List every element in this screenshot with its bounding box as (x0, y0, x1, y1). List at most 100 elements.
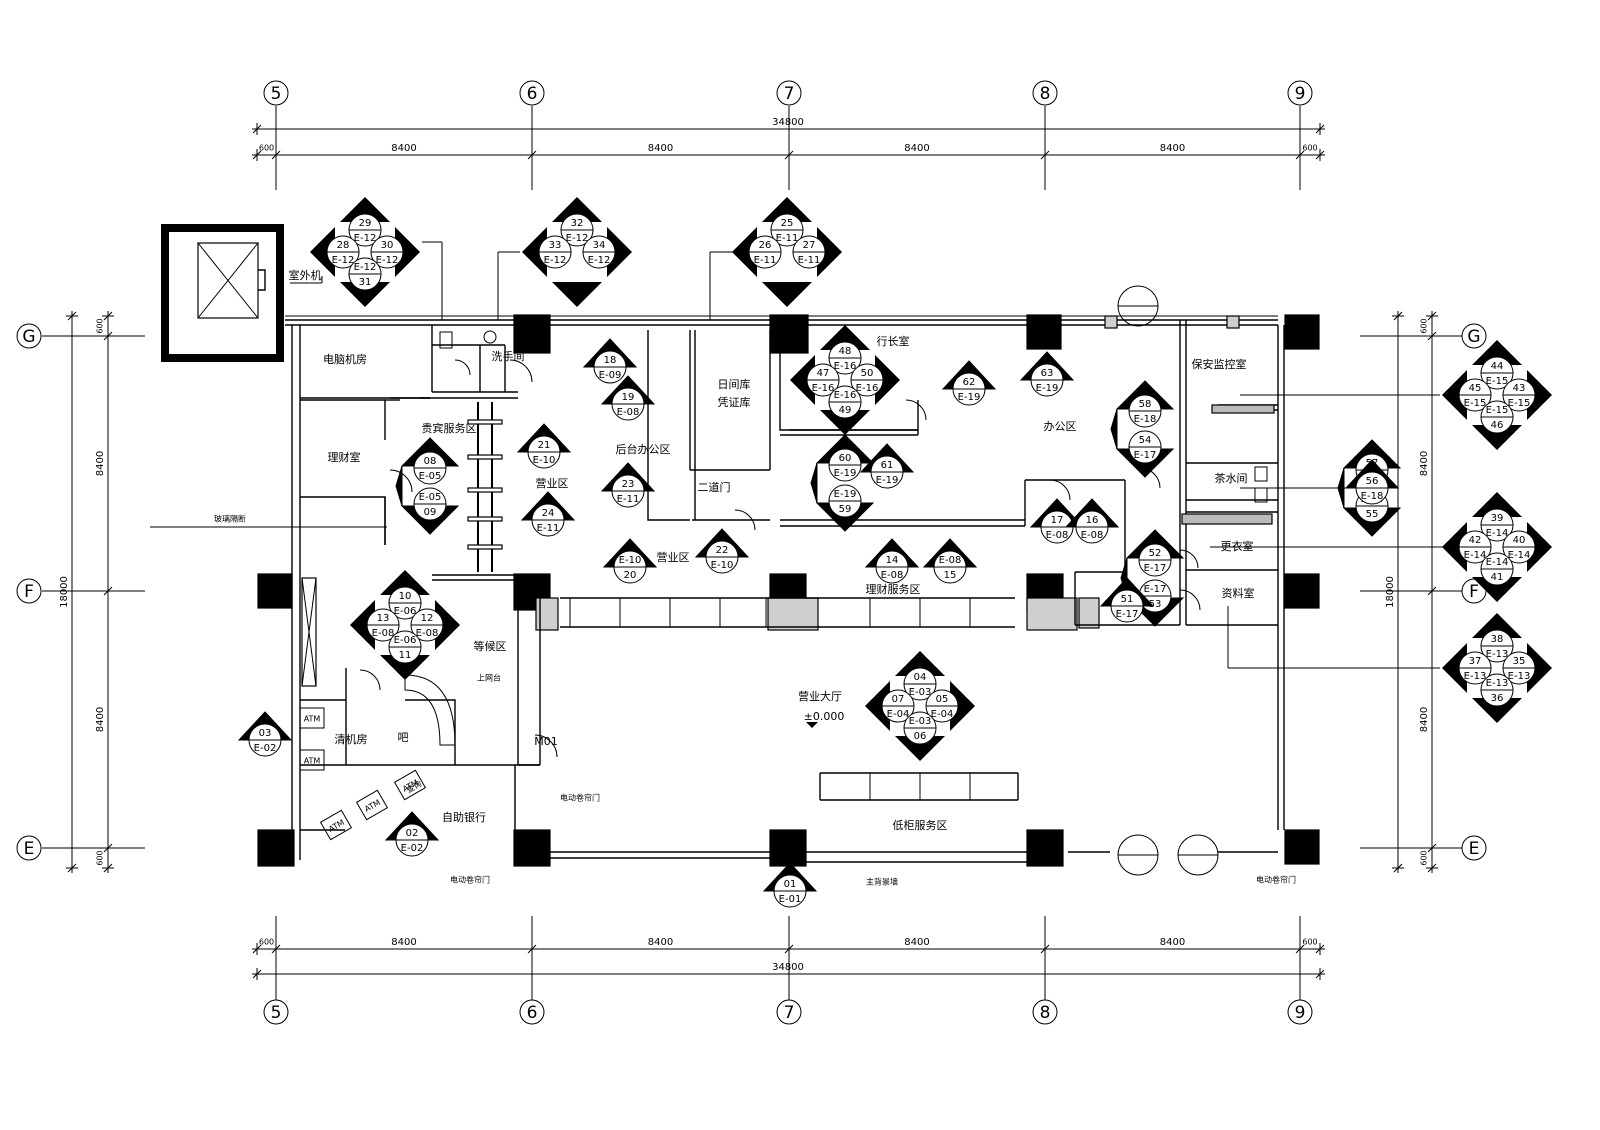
marker-number: 26 (759, 240, 772, 251)
marker-sheet: E-12 (354, 233, 377, 244)
dimension-bay: 8400 (904, 143, 929, 154)
elevation-marker-single: 21E-10 (516, 423, 572, 469)
marker-number: 17 (1051, 515, 1064, 526)
hatched-wall (1104, 315, 1118, 329)
hatched-wall (535, 597, 559, 631)
marker-number: E-05 (419, 492, 442, 503)
dimension-bay: 600 (259, 144, 274, 153)
marker-sheet: 49 (839, 405, 852, 416)
room-label-wealth-service: 理财服务区 (866, 582, 921, 596)
marker-sheet: E-06 (394, 606, 417, 617)
room-label-voucher-vault: 凭证库 (718, 395, 751, 409)
marker-number: 37 (1469, 656, 1482, 667)
marker-sheet: 41 (1491, 572, 1504, 583)
elevation-marker-single: 22E-10 (694, 528, 750, 574)
dimension-total: 34800 (772, 117, 804, 128)
marker-number: E-17 (1144, 584, 1167, 595)
marker-sheet: E-08 (372, 628, 395, 639)
dimension-bay-vertical: 600 (96, 850, 105, 865)
marker-sheet: E-16 (856, 383, 879, 394)
elevation-marker-single: 51E-17 (1099, 577, 1155, 623)
marker-number: 40 (1513, 535, 1526, 546)
marker-sheet: 15 (944, 570, 957, 581)
atm-label: ATM (304, 757, 321, 766)
marker-sheet: E-08 (416, 628, 439, 639)
room-label-office-area: 办公区 (1044, 420, 1077, 433)
structural-column (1026, 829, 1064, 867)
dimension-bay: 8400 (1160, 143, 1185, 154)
structural-column (1284, 314, 1320, 350)
marker-sheet: E-16 (812, 383, 835, 394)
marker-number: 60 (839, 453, 852, 464)
grid-column-label: 7 (784, 1003, 795, 1023)
atm-label: ATM (304, 715, 321, 724)
room-label-finance-room: 理财室 (328, 450, 361, 464)
grid-bubble-col (519, 999, 545, 1025)
room-label-layer: 室外机电脑机房洗手间贵宾服务区理财室玻璃隔断营业区后台办公区日间库凭证库二道门营… (214, 268, 1296, 887)
marker-number: 34 (593, 240, 606, 251)
marker-number: 14 (886, 555, 899, 566)
elevation-marker-single: 23E-11 (600, 462, 656, 508)
level-arrow (806, 722, 818, 728)
marker-sheet: E-12 (588, 255, 611, 266)
marker-number: E-19 (834, 489, 857, 500)
marker-sheet: E-03 (909, 687, 932, 698)
dimension-bay: 8400 (648, 937, 673, 948)
dimension-bay: 8400 (1160, 937, 1185, 948)
glass-post (467, 516, 503, 522)
marker-sheet: E-14 (1464, 550, 1487, 561)
structural-column (1026, 314, 1062, 350)
marker-number: 43 (1513, 383, 1526, 394)
marker-number: 08 (424, 456, 437, 467)
marker-number: 02 (406, 828, 419, 839)
marker-number: E-10 (619, 555, 642, 566)
elevation-marker-single: 03E-02 (237, 711, 293, 757)
room-label-bar: 吧 (398, 731, 409, 744)
marker-sheet: E-02 (254, 743, 277, 754)
glass-post (467, 544, 503, 550)
atm-machine: ATM (299, 707, 325, 729)
grid-column-label: 6 (527, 1003, 538, 1023)
marker-sheet: E-13 (1464, 671, 1487, 682)
marker-number: 27 (803, 240, 816, 251)
marker-sheet: E-15 (1486, 376, 1509, 387)
grid-bubble-row (16, 578, 42, 604)
dimension-bay-vertical: 8400 (1419, 707, 1430, 732)
marker-number: 01 (784, 879, 797, 890)
marker-number: 25 (781, 218, 794, 229)
grid-row-label: F (1469, 582, 1479, 602)
elevation-marker-single: 56E-18 (1344, 459, 1400, 505)
hatched-wall (767, 597, 819, 631)
dimension-total-vertical: 18000 (59, 576, 70, 608)
locker-row (1181, 513, 1273, 525)
marker-number: E-08 (939, 555, 962, 566)
room-label-tea-room: 茶水间 (1215, 472, 1248, 485)
washbasin (483, 330, 497, 344)
marker-number: 50 (861, 368, 874, 379)
room-label-low-counter: 低柜服务区 (893, 819, 948, 832)
marker-sheet: E-17 (1134, 450, 1157, 461)
marker-sheet: E-17 (1144, 563, 1167, 574)
room-label-cleaning-room: 清机房 (335, 732, 368, 746)
elevation-marker-single: 16E-08 (1064, 498, 1120, 544)
marker-sheet: E-19 (834, 468, 857, 479)
marker-sheet: E-08 (617, 407, 640, 418)
marker-sheet: E-13 (1508, 671, 1531, 682)
marker-number: 30 (381, 240, 394, 251)
marker-number: 03 (259, 728, 272, 739)
marker-number: E-12 (354, 262, 377, 273)
dimension-bay-vertical: 8400 (95, 451, 106, 476)
room-label-back-office: 后台办公区 (616, 442, 671, 456)
atm-machine: ATM (355, 789, 389, 821)
urinal (439, 331, 453, 349)
grid-column-label: 8 (1040, 84, 1051, 104)
room-label-shutter-door-3: 电动卷帘门 (1256, 875, 1296, 885)
marker-sheet: E-12 (544, 255, 567, 266)
room-label-shutter-door-2: 电动卷帘门 (450, 875, 490, 885)
marker-sheet: E-10 (533, 455, 556, 466)
glass-post (467, 454, 503, 460)
